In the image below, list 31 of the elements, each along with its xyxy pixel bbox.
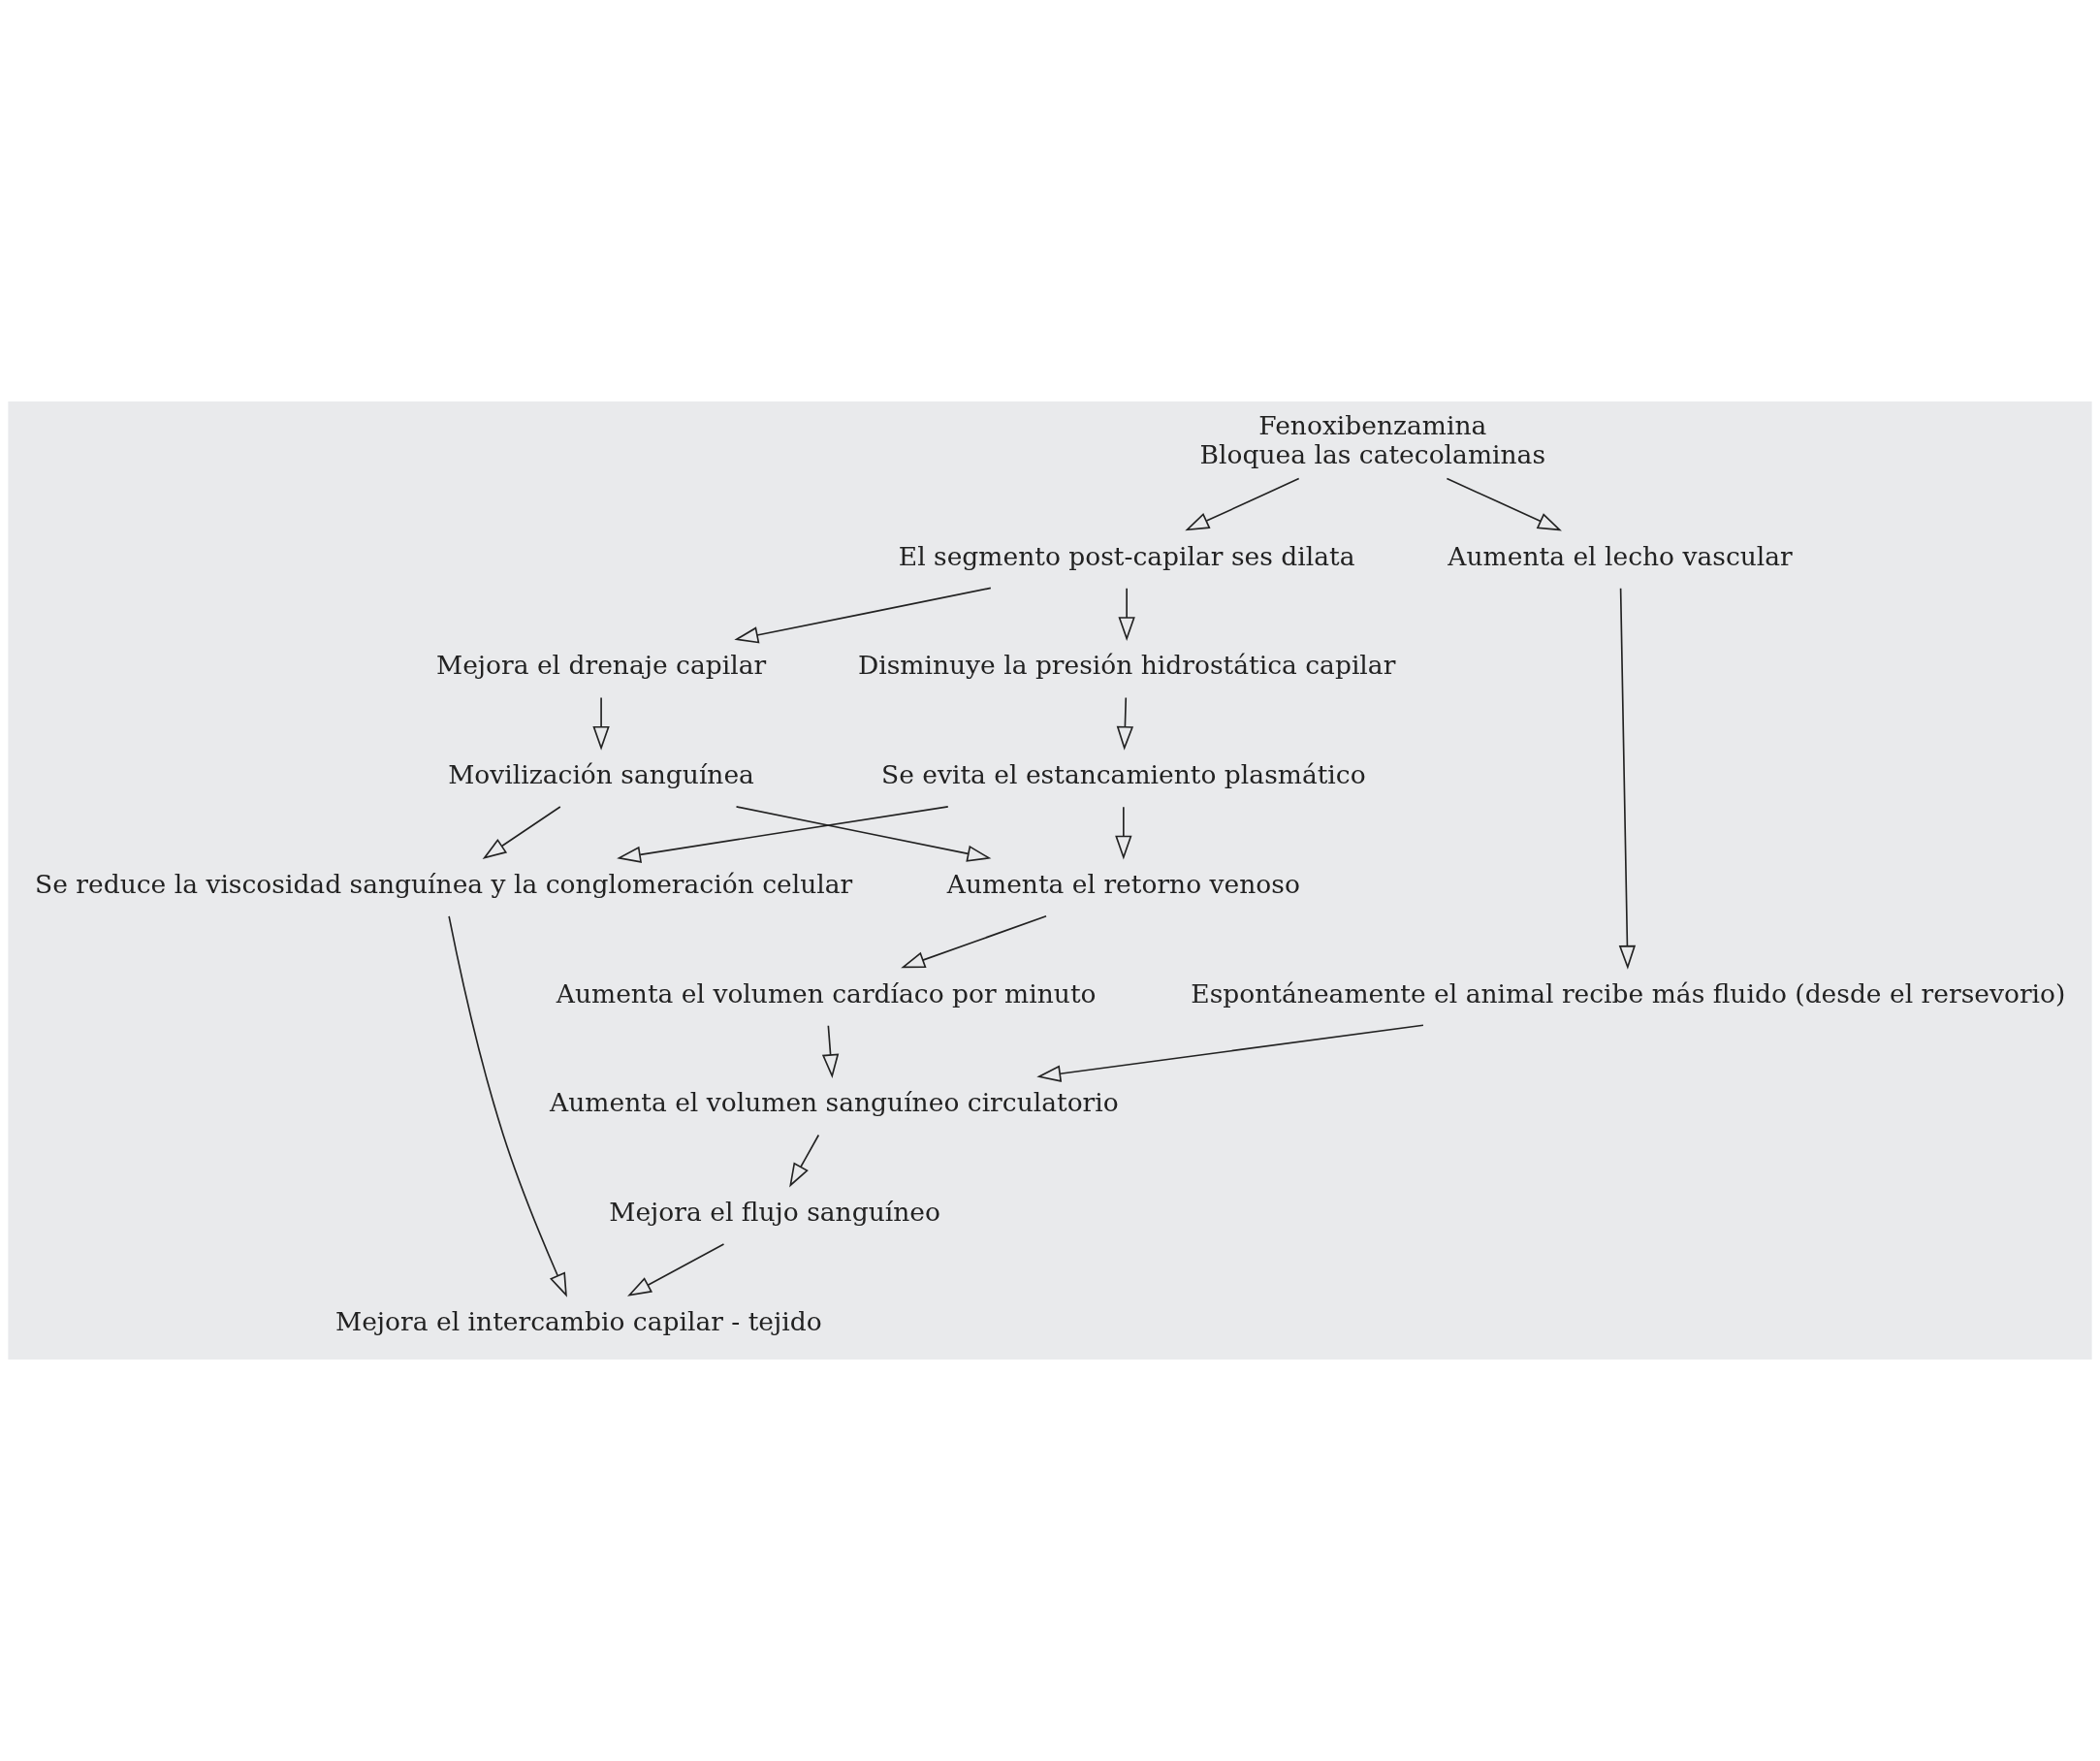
arrow xyxy=(617,805,949,863)
node-text: Espontáneamente el animal recibe más fluido (desde el rersevorio) xyxy=(1191,977,2066,1009)
arrow xyxy=(735,806,992,862)
arrow xyxy=(789,1134,820,1188)
node-text: Mejora el intercambio capilar - tejido xyxy=(335,1305,822,1336)
arrow xyxy=(1116,696,1134,751)
node-text: Fenoxibenzamina Bloquea las catecolaminas xyxy=(1199,410,1546,470)
node-text: Disminuye la presión hidrostática capilar xyxy=(857,650,1396,681)
arrow xyxy=(448,914,567,1297)
node-text: Se reduce la viscosidad sanguínea y la conglomeración celular xyxy=(35,868,853,899)
arrow xyxy=(1185,477,1300,531)
node-text: Se evita el estancamiento plasmático xyxy=(881,759,1366,790)
node-text: Aumenta el lecho vascular xyxy=(1448,540,1793,571)
arrow xyxy=(1118,588,1135,642)
node-text: Mejora el drenaje capilar xyxy=(435,650,767,681)
node-text: El segmento post-capilar ses dilata xyxy=(898,540,1355,571)
arrow xyxy=(821,1024,840,1078)
node-text: Aumenta el volumen sanguíneo circulatorio xyxy=(550,1087,1119,1118)
arrow xyxy=(592,696,610,751)
node-text: Movilización sanguínea xyxy=(448,759,754,790)
arrow xyxy=(1036,1024,1424,1082)
arrow xyxy=(901,914,1047,969)
arrow xyxy=(1618,587,1637,970)
arrow xyxy=(627,1243,725,1297)
arrow xyxy=(734,587,992,644)
arrow xyxy=(482,806,561,860)
node-text: Mejora el flujo sanguíneo xyxy=(609,1197,940,1228)
arrow xyxy=(1446,477,1562,531)
node-text: Aumenta el retorno venoso xyxy=(946,868,1300,899)
arrow xyxy=(1115,806,1132,860)
node-text: Aumenta el volumen cardíaco por minuto xyxy=(556,977,1097,1009)
